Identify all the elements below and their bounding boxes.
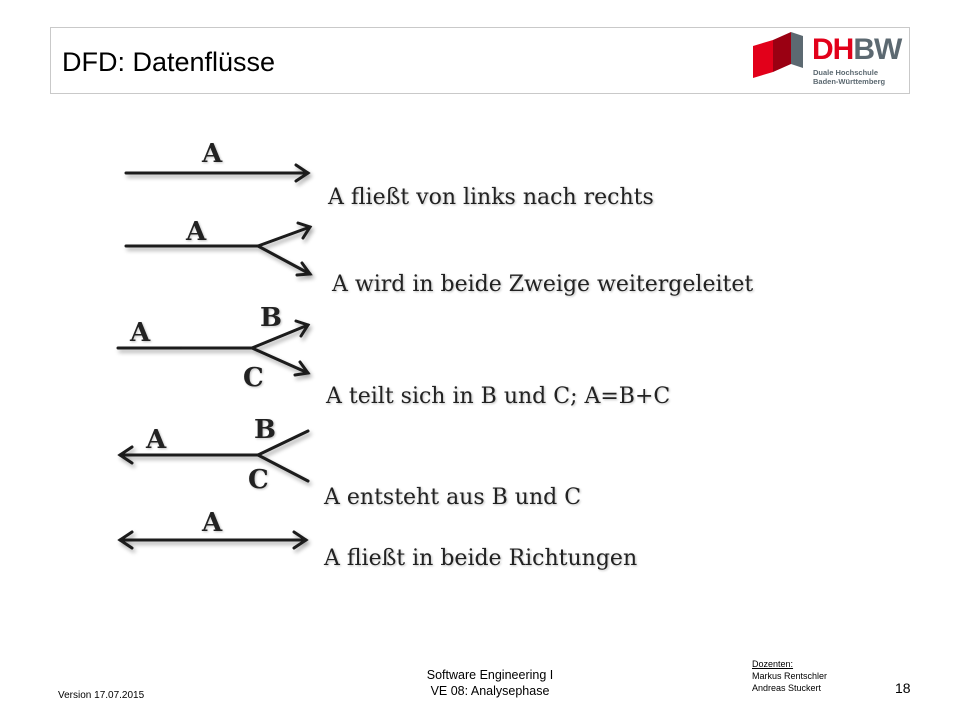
- arrow-bidirectional: [117, 530, 309, 550]
- arrow-split: [116, 319, 311, 377]
- row5-label-a: A: [202, 508, 223, 538]
- row3-label-b: B: [260, 303, 282, 333]
- row3-caption: A teilt sich in B und C; A=B+C: [326, 384, 671, 409]
- arrow-fork: [124, 221, 313, 277]
- course-title: Software Engineering I: [426, 668, 554, 682]
- row3-label-c: C: [243, 363, 264, 393]
- lecturers-heading: Dozenten:: [752, 659, 794, 669]
- course-unit: VE 08: Analysephase: [430, 684, 550, 698]
- arrow-straight-right: [124, 163, 311, 183]
- page-number: 18: [895, 680, 911, 696]
- dataflow-figure: A A fließt von links nach rechts A A wir…: [110, 135, 810, 580]
- dhbw-logo-subtitle: Duale Hochschule Baden-Württemberg: [813, 68, 886, 86]
- dhbw-logo-word: DHBW: [812, 33, 902, 66]
- row4-label-c: C: [248, 465, 269, 495]
- title-box: DFD: Datenflüsse DHBW Duale Hochschule B…: [50, 27, 910, 94]
- lecturer-name: Markus Rentschler: [752, 671, 828, 681]
- row4-caption: A entsteht aus B und C: [324, 485, 582, 510]
- row4-label-a: A: [146, 425, 167, 455]
- dhbw-logo-mark-icon: [753, 32, 803, 78]
- dhbw-logo: DHBW Duale Hochschule Baden-Württemberg: [751, 28, 909, 92]
- row5-caption: A fließt in beide Richtungen: [324, 546, 638, 571]
- row2-caption: A wird in beide Zweige weitergeleitet: [332, 272, 754, 297]
- row1-caption: A fließt von links nach rechts: [328, 185, 654, 210]
- dataflow-arrows: [116, 163, 313, 550]
- row2-label-a: A: [186, 217, 207, 247]
- row3-label-a: A: [130, 318, 151, 348]
- lecturer-name: Andreas Stuckert: [752, 683, 822, 693]
- page-title: DFD: Datenflüsse: [62, 47, 276, 77]
- row4-label-b: B: [254, 415, 276, 445]
- version-label: Version 17.07.2015: [58, 690, 145, 701]
- row1-label-a: A: [202, 139, 223, 169]
- arrow-merge: [117, 429, 310, 483]
- course-info: Software Engineering I VE 08: Analysepha…: [380, 667, 600, 699]
- lecturers: Dozenten: Markus Rentschler Andreas Stuc…: [752, 658, 827, 694]
